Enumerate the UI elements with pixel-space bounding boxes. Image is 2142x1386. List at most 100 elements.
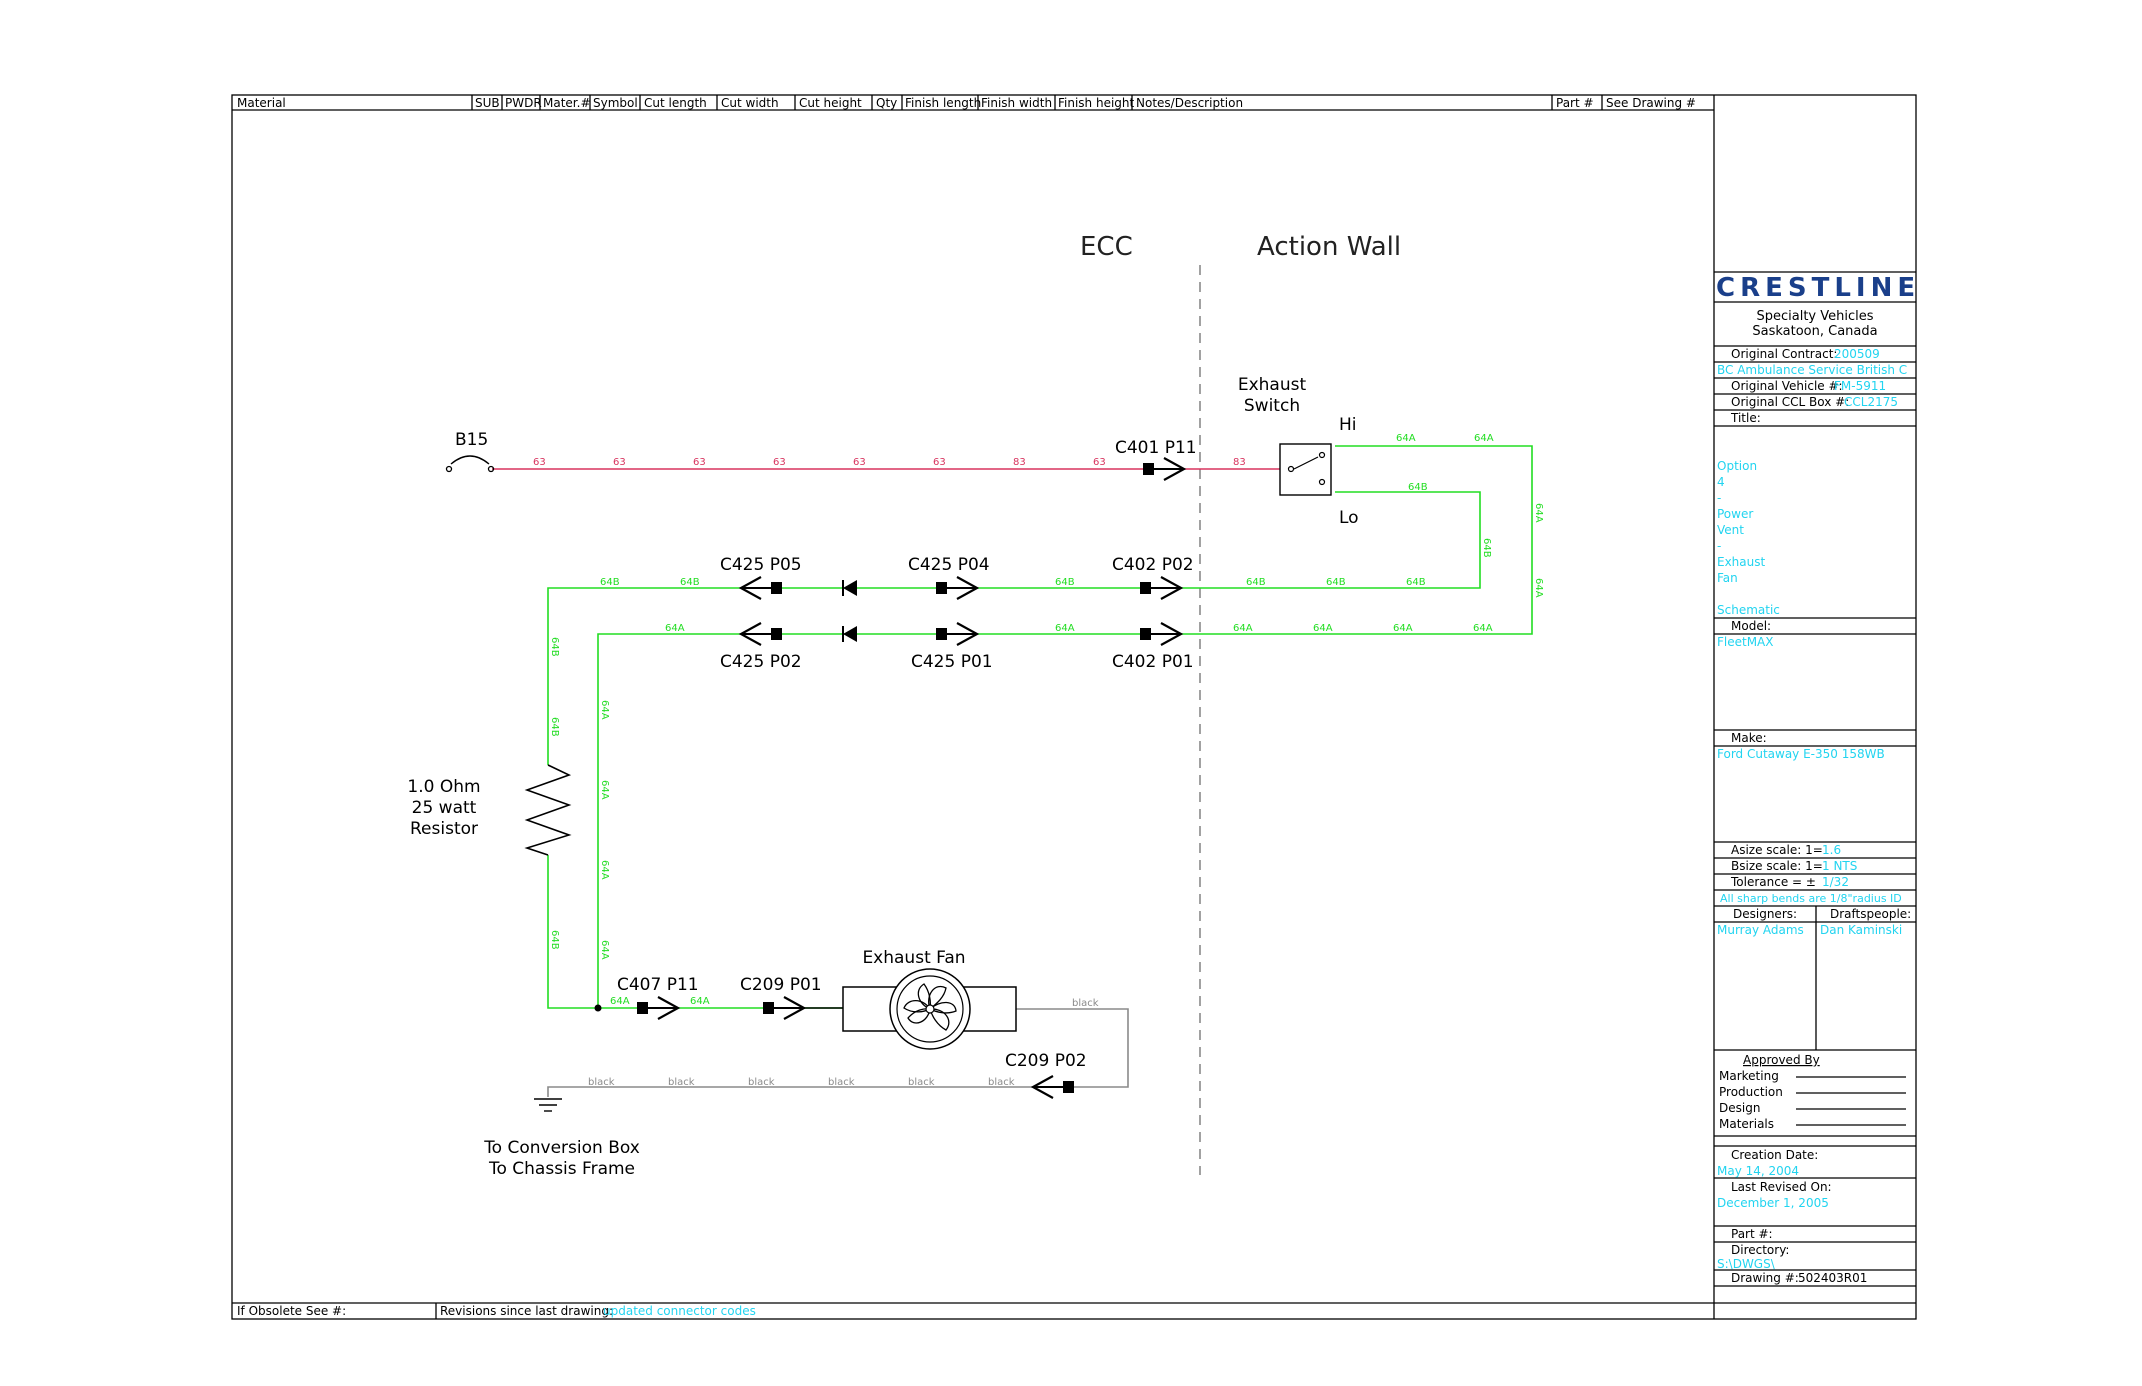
approved-by-label: Approved By [1743, 1053, 1820, 1067]
ground-label: To Conversion Box [483, 1138, 640, 1158]
wire-black-ground [547, 1086, 1036, 1097]
c407-p11-label: C407 P11 [617, 975, 699, 995]
schematic: ECC Action Wall 63 63 63 63 63 63 83 63 … [407, 232, 1544, 1179]
footer-revisions-label: Revisions since last drawing: [440, 1304, 613, 1318]
header-finish-length: Finish length [905, 96, 981, 110]
connector-c407-p11 [637, 996, 681, 1020]
bsize-value: 1 NTS [1822, 859, 1857, 873]
resistor-label: 1.0 Ohm [407, 777, 480, 797]
resistor-label: 25 watt [412, 798, 477, 818]
junction-dot [594, 1004, 602, 1012]
header-mater-no: Mater.# [543, 96, 591, 110]
wire-label-64a: 64A [1473, 623, 1493, 634]
wire-label-black: black [668, 1077, 695, 1088]
c425-p01-label: C425 P01 [911, 652, 993, 672]
tolerance-label: Tolerance = ± [1730, 875, 1816, 889]
wire-64a-hi [1184, 445, 1533, 635]
wire-labels: 63 63 63 63 63 63 83 63 83 64A 64A 64B 6… [533, 433, 1544, 1088]
wire-label-64b: 64B [549, 637, 560, 657]
c401-p11-label: C401 P11 [1115, 438, 1197, 458]
last-revised-label: Last Revised On: [1731, 1180, 1832, 1194]
title-line: Power [1717, 507, 1753, 521]
c209-p02-label: C209 P02 [1005, 1051, 1087, 1071]
wire-label-64b: 64B [549, 930, 560, 950]
connector-c425-p04 [936, 576, 980, 600]
wire-label-64a: 64A [599, 780, 610, 800]
wire-label-64a: 64A [599, 940, 610, 960]
wire-label-64a: 64A [1396, 433, 1416, 444]
connector-c209-p02 [1030, 1075, 1074, 1099]
title-line: - [1717, 539, 1721, 553]
wire-label-64a: 64A [1313, 623, 1333, 634]
wire-label-64b: 64B [600, 577, 620, 588]
footer-obsolete-label: If Obsolete See #: [237, 1304, 346, 1318]
crestline-logo: CRESTLINE [1716, 273, 1920, 303]
header-qty: Qty [876, 96, 897, 110]
c402-p02-label: C402 P02 [1112, 555, 1194, 575]
title-line: Schematic [1717, 603, 1780, 617]
part-label: Part #: [1731, 1227, 1773, 1241]
b15-label: B15 [455, 430, 488, 450]
asize-value: 1.6 [1822, 843, 1841, 857]
header-part-no: Part # [1556, 96, 1594, 110]
approval-marketing: Marketing [1719, 1069, 1779, 1083]
customer-value: BC Ambulance Service British C [1717, 363, 1907, 377]
wire-64a-main [597, 633, 1184, 1008]
original-vehicle-value: FM-5911 [1834, 379, 1886, 393]
make-label: Make: [1731, 731, 1767, 745]
approval-design: Design [1719, 1101, 1760, 1115]
wire-label-64b: 64B [1246, 577, 1266, 588]
bends-note: All sharp bends are 1/8"radius ID [1720, 892, 1902, 905]
draftspeople-label: Draftspeople: [1830, 907, 1911, 921]
original-contract-label: Original Contract: [1731, 347, 1837, 361]
draftspeople-value: Dan Kaminski [1820, 923, 1902, 937]
header-row: Material SUB PWDR Mater.# Symbol Cut len… [237, 96, 1696, 110]
connector-c425-p01 [936, 622, 980, 646]
title-line: Fan [1717, 571, 1738, 585]
title-line: 4 [1717, 475, 1725, 489]
last-revised-value: December 1, 2005 [1717, 1196, 1829, 1210]
creation-date-value: May 14, 2004 [1717, 1164, 1799, 1178]
wire-label-64a: 64A [1533, 578, 1544, 598]
model-label: Model: [1731, 619, 1771, 633]
wire-label-63: 63 [853, 457, 866, 468]
footer-revisions-value: updated connector codes [603, 1304, 756, 1318]
bsize-label: Bsize scale: 1= [1731, 859, 1823, 873]
wire-label-64a: 64A [610, 996, 630, 1007]
directory-label: Directory: [1731, 1243, 1789, 1257]
wire-label-black: black [828, 1077, 855, 1088]
title-line: Option [1717, 459, 1757, 473]
asize-label: Asize scale: 1= [1731, 843, 1823, 857]
wire-label-64a: 64A [1055, 623, 1075, 634]
creation-date-label: Creation Date: [1731, 1148, 1818, 1162]
header-cut-width: Cut width [721, 96, 779, 110]
original-ccl-value: CCL2175 [1844, 395, 1898, 409]
wire-64b-lo [1184, 491, 1481, 589]
wire-label-63: 63 [613, 457, 626, 468]
connector-c425-p02 [738, 622, 782, 646]
exhaust-switch: Exhaust Switch Hi Lo [1238, 375, 1359, 528]
wire-label-83: 83 [1013, 457, 1026, 468]
exhaust-switch-label: Switch [1244, 396, 1300, 416]
wire-label-black: black [1072, 998, 1099, 1009]
ecc-label: ECC [1080, 232, 1133, 262]
switch-lo-label: Lo [1339, 508, 1359, 528]
wire-label-63: 63 [773, 457, 786, 468]
header-finish-height: Finish height [1058, 96, 1135, 110]
title-line: Vent [1717, 523, 1744, 537]
wire-label-64b: 64B [1326, 577, 1346, 588]
exhaust-fan-label: Exhaust Fan [862, 948, 965, 968]
header-cut-height: Cut height [799, 96, 862, 110]
wire-label-black: black [748, 1077, 775, 1088]
wire-label-64a: 64A [599, 700, 610, 720]
header-material: Material [237, 96, 286, 110]
wire-label-63: 63 [933, 457, 946, 468]
wire-label-64a: 64A [1474, 433, 1494, 444]
approval-materials: Materials [1719, 1117, 1774, 1131]
wire-label-64b: 64B [1481, 538, 1492, 558]
wire-black-fan [1016, 1008, 1129, 1088]
exhaust-switch-label: Exhaust [1238, 375, 1307, 395]
wire-label-64a: 64A [1233, 623, 1253, 634]
wire-label-64b: 64B [1406, 577, 1426, 588]
